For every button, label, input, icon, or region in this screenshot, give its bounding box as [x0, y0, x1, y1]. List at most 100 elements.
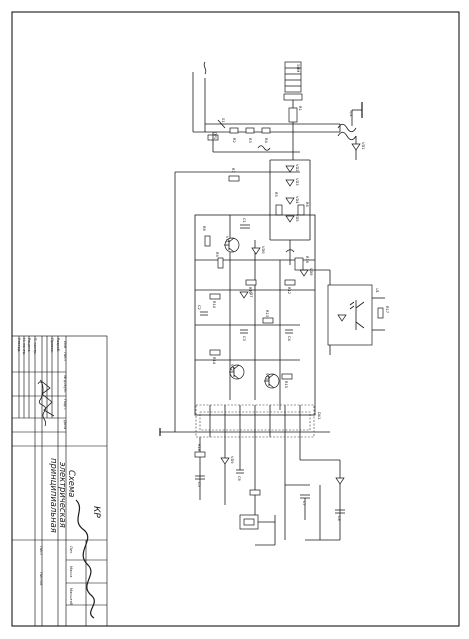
label-transformer: Тр1: [349, 109, 353, 117]
resistor-r2: [229, 127, 239, 134]
mains-plug-wave: [203, 61, 207, 75]
capacitor-c6: [236, 469, 244, 474]
resistor-r4: [261, 127, 271, 134]
label-vd3: VD3: [295, 178, 299, 186]
signature-scribble-1: [37, 381, 47, 427]
schematic-circuit: Тр1 ПР1 S1 ЭЛМ VT1 VT2 VT3 DA1 U1 R1 R2 …: [159, 61, 389, 546]
motor-winding: [284, 61, 302, 93]
label-c3: C3: [242, 336, 246, 341]
label-r6: R6: [305, 202, 309, 207]
resistor-r17: [377, 307, 384, 319]
title-line-3: принципиальная: [49, 458, 59, 533]
capacitor-c7: [300, 494, 310, 499]
label-r9: R9: [215, 252, 219, 257]
label-r16: R16: [305, 256, 309, 264]
label-fuse: ПР1: [213, 132, 217, 139]
inductor-l2: [285, 249, 295, 253]
diode-vd9: [220, 457, 230, 465]
label-vd9: VD9: [230, 456, 234, 464]
label-r11: R11: [248, 287, 252, 294]
label-c5: C5: [197, 482, 201, 487]
label-vt3: VT3: [265, 373, 269, 380]
capacitor-c8: [335, 509, 345, 514]
header-cell-list: Лист: [63, 352, 67, 361]
diode-vd2: [285, 165, 295, 173]
optocoupler-led: [337, 314, 347, 322]
label-vd5: VD5: [295, 214, 299, 222]
label-vd2: VD2: [295, 164, 299, 172]
label-vt2: VT2: [230, 364, 234, 371]
resistor-r16: [294, 257, 304, 271]
capacitor-c1: [240, 224, 250, 229]
role-label-3: Т. контр.: [33, 337, 37, 355]
optocoupler-transistor: [355, 300, 365, 330]
label-r1: R1: [298, 106, 302, 111]
resistor-r18: [194, 451, 206, 458]
signature-scribble-2: [39, 379, 55, 417]
label-r7: R7: [231, 168, 235, 173]
transformer-secondary: [337, 131, 357, 141]
title-line-1: Схема: [67, 470, 77, 497]
label-r5: R5: [274, 192, 278, 197]
diode-vd6: [251, 247, 261, 255]
right-col-scale: Масштаб: [69, 588, 73, 606]
sheet-label: Лист: [39, 546, 43, 555]
resistor-r7: [228, 175, 240, 182]
label-r4: R4: [264, 138, 268, 143]
resistor-r15: [281, 373, 293, 380]
diode-vd4: [285, 197, 295, 205]
capacitor-c2: [200, 311, 208, 316]
role-label-4: Реценз.: [27, 338, 31, 352]
label-c2: C2: [197, 305, 201, 310]
diode-vd8: [299, 269, 309, 277]
capacitor-c5: [195, 475, 205, 480]
label-vt1: VT1: [225, 236, 229, 243]
role-label-5: Н. контр.: [22, 338, 26, 355]
label-c1: C1: [242, 218, 246, 223]
label-c7: C7: [302, 501, 306, 506]
label-c6: C6: [237, 476, 241, 482]
resistor-r1: [288, 107, 298, 123]
label-switch: S1: [221, 118, 225, 123]
diode-vd5: [285, 215, 295, 223]
resistor-r8: [204, 235, 211, 247]
label-vd6: VD6: [261, 246, 265, 254]
resistor-r9: [217, 257, 224, 269]
resistor-r11: [245, 279, 257, 286]
label-r14: R14: [212, 357, 216, 365]
choke-l1: [257, 145, 271, 151]
resistor-r10: [209, 293, 221, 300]
label-c8: C8: [337, 516, 341, 522]
diode-vd3: [285, 179, 295, 187]
label-motor: ЭЛМ: [296, 64, 300, 72]
label-chip: DA1: [317, 412, 321, 419]
label-r8: R8: [202, 226, 206, 231]
signature-mark: КР: [91, 506, 101, 518]
title-block: Изм Лист № докум. Подп. Дата Разраб. Про…: [11, 335, 108, 627]
label-r3: R3: [248, 138, 252, 143]
resistor-r3: [245, 127, 255, 134]
label-r10: R10: [212, 301, 216, 309]
chip-da1-outline: [195, 404, 315, 438]
signature-scribble-3: [75, 499, 95, 619]
role-label-6: Утверд.: [17, 338, 21, 353]
capacitor-c4: [285, 329, 293, 334]
label-r15: R15: [284, 381, 288, 388]
title-line-2: электрическая: [58, 462, 68, 528]
capacitor-c3: [240, 329, 248, 334]
label-r2: R2: [232, 138, 236, 143]
resistor-r12: [284, 279, 296, 286]
label-optocoupler: U1: [375, 288, 379, 293]
header-cell-izm: Изм: [63, 341, 67, 349]
label-r12: R12: [287, 287, 291, 294]
role-label-2: Провер.: [50, 338, 54, 353]
sheet-frame: [11, 11, 460, 627]
label-r18: R18: [197, 444, 201, 452]
resistor-r13: [262, 317, 274, 324]
label-r17: R17: [385, 306, 389, 313]
header-cell-doc: № докум.: [63, 375, 67, 393]
sheets-label: Листов: [39, 572, 43, 585]
diode-vd1: [351, 143, 361, 151]
